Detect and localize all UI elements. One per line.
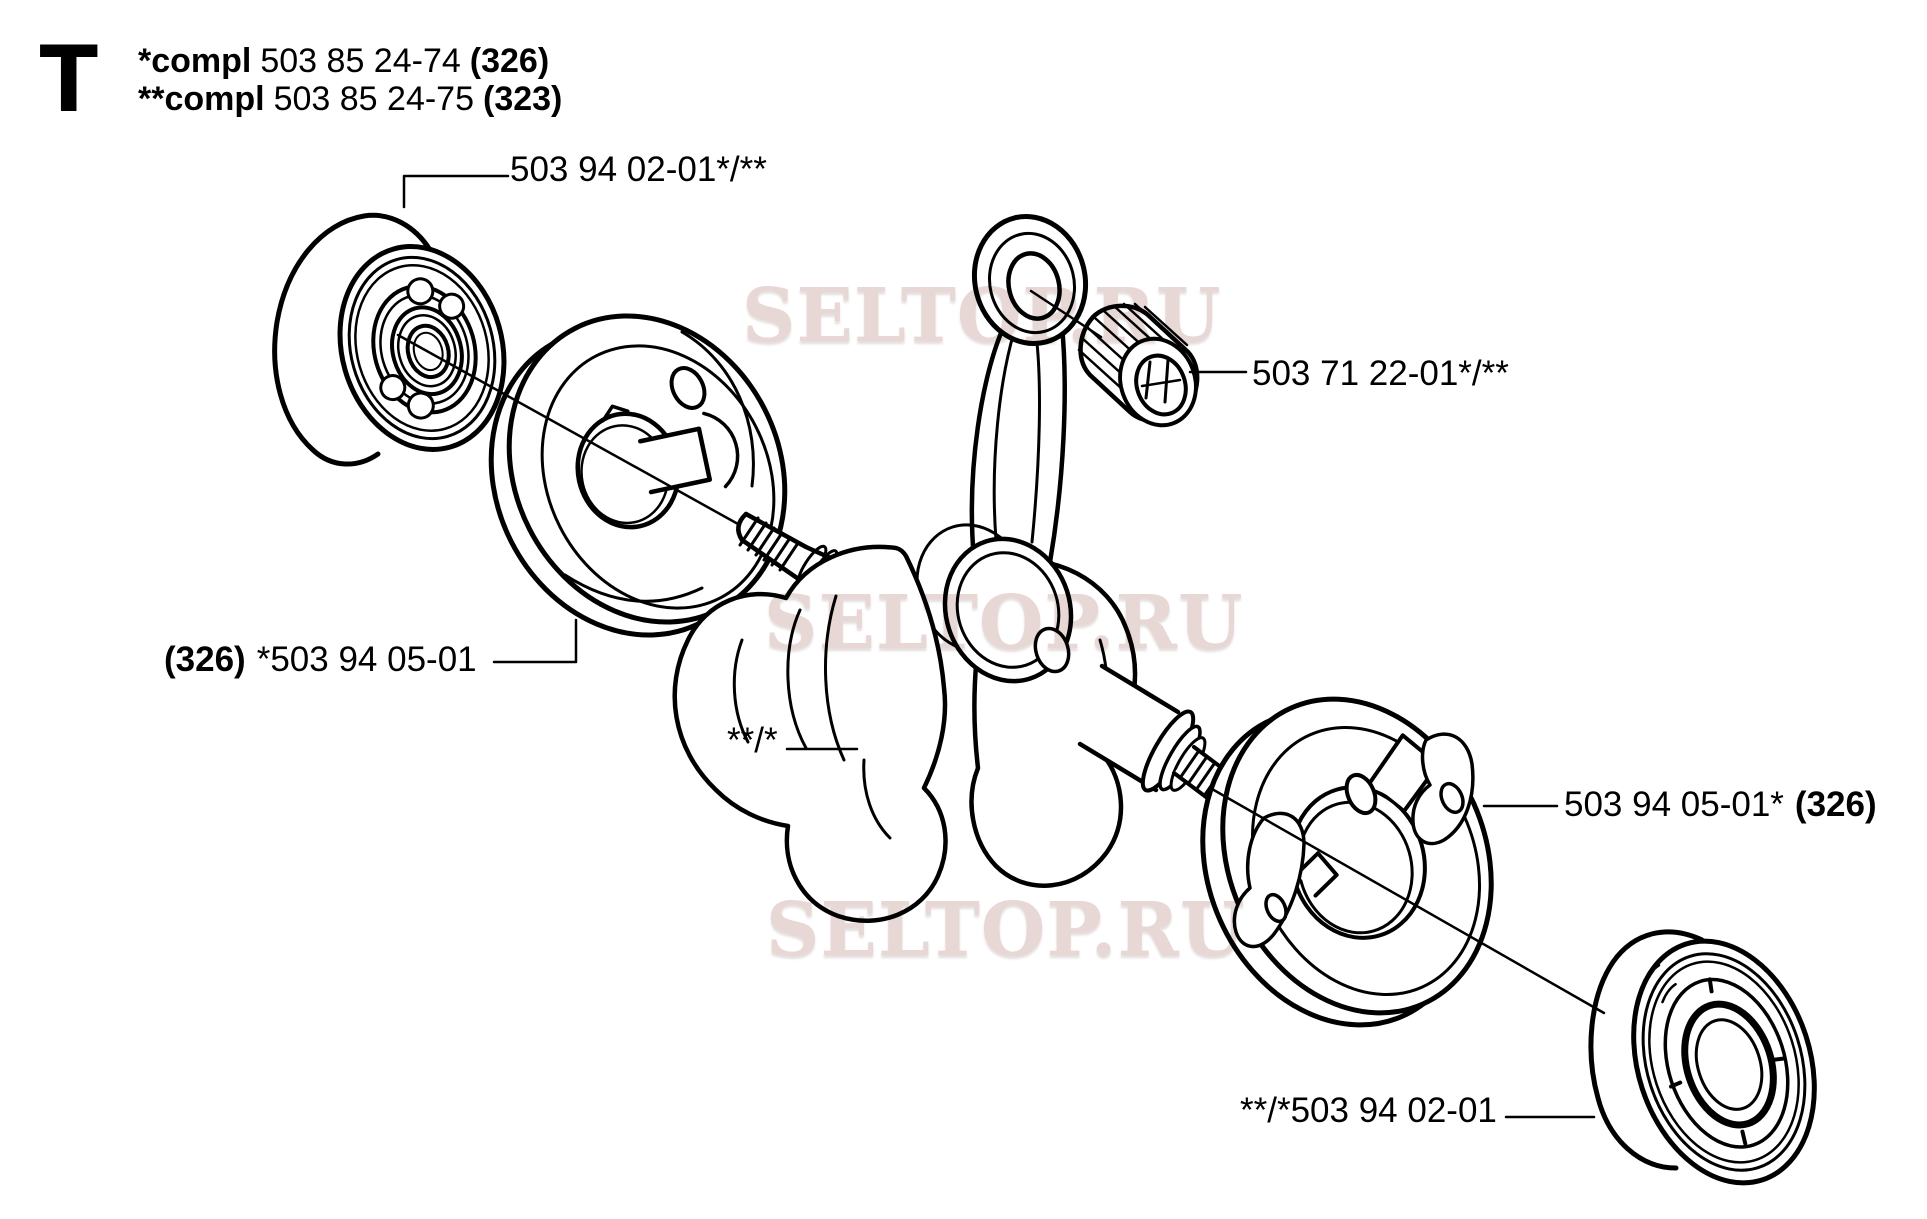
leader-flywheel-left (492, 618, 578, 664)
leader-bearing-top (402, 174, 510, 209)
watermark-bottom: SELTOP.RU (766, 887, 1246, 973)
assembly-1-number: 503 85 24-74 (260, 42, 461, 80)
axis-line-left (396, 333, 749, 531)
watermark-top: SELTOP.RU (742, 273, 1222, 359)
ball-bearing-left-drawing (272, 212, 507, 467)
ball-bearing-right-drawing (1588, 929, 1817, 1186)
label-needle-bearing: 503 71 22-01*/** (1252, 354, 1509, 393)
crankshaft-drawing (672, 213, 1237, 923)
label-flywheel-left-number: *503 94 05-01 (256, 640, 477, 679)
assembly-2-number: 503 85 24-75 (273, 80, 474, 118)
label-flywheel-right-number: 503 94 05-01* (1564, 785, 1784, 824)
label-flywheel-right-ref: (326) (1794, 785, 1877, 824)
flywheel-left-drawing (488, 313, 788, 638)
label-flywheel-left: (326) *503 94 05-01 (164, 640, 477, 680)
assembly-2-ref: (323) (483, 80, 563, 118)
label-crankshaft: **/* (727, 721, 778, 760)
section-letter: T (39, 24, 98, 131)
label-flywheel-left-ref: (326) (164, 640, 246, 679)
label-bearing-top: 503 94 02-01*/** (510, 150, 767, 189)
label-bearing-bottom: **/*503 94 02-01 (1240, 1091, 1497, 1130)
needle-bearing-drawing (1077, 302, 1200, 428)
watermark-middle: SELTOP.RU (764, 580, 1244, 666)
flywheel-right-drawing (1200, 696, 1494, 1028)
assembly-1-prefix: *compl (138, 42, 252, 80)
label-flywheel-right: 503 94 05-01* (326) (1564, 785, 1877, 825)
leader-needle-diagonal (1029, 289, 1103, 339)
assembly-2-prefix: **compl (138, 80, 265, 118)
assembly-1-ref: (326) (469, 42, 550, 80)
axis-line-right (1210, 787, 1606, 1015)
